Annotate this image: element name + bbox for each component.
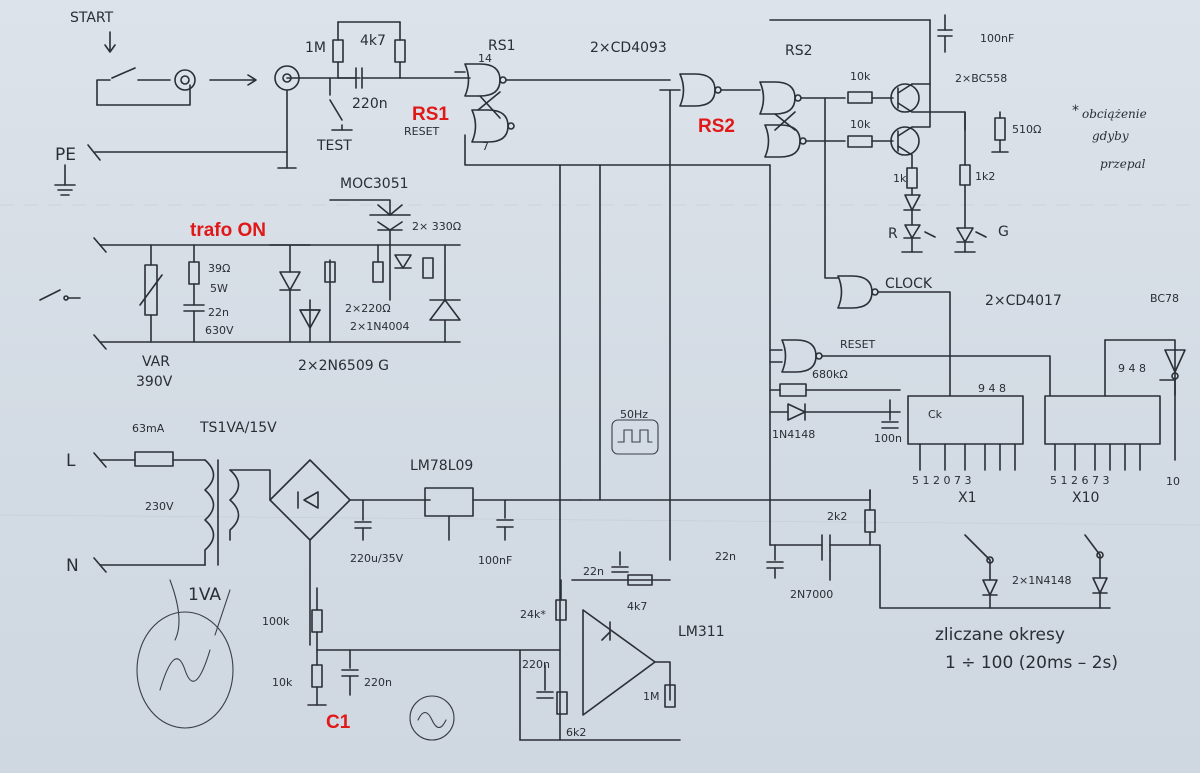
- test-label: TEST: [316, 138, 352, 154]
- pins-4017b: 5 1 2 6 7 3: [1050, 474, 1109, 487]
- cap-22n-gate-label: 22n: [715, 550, 736, 563]
- resistor-4k7-fb-label: 4k7: [627, 600, 647, 613]
- transformer-label: TS1VA/15V: [199, 420, 277, 436]
- cap-220n-311-label: 220n: [522, 658, 550, 671]
- cap-220n-low-label: 220n: [364, 676, 392, 689]
- resistor-2x330-label: 2× 330Ω: [412, 220, 461, 233]
- pin-10-label: 10: [1166, 475, 1180, 488]
- power-5w-label: 5W: [210, 282, 228, 295]
- waveform-sketches: [136, 419, 659, 741]
- cap-22n-label: 22n: [208, 306, 229, 319]
- power-supply-section: [93, 451, 871, 741]
- reset-line-label: RESET: [840, 338, 876, 351]
- freq-50hz-label: 50Hz: [620, 408, 648, 421]
- pe-label: PE: [55, 145, 76, 165]
- pins-948a: 9 4 8: [978, 382, 1006, 395]
- moc3051-label: MOC3051: [340, 176, 409, 192]
- x10-label: X10: [1072, 490, 1099, 506]
- ic-cd4017-label: 2×CD4017: [985, 293, 1062, 309]
- resistor-680k-label: 680kΩ: [812, 368, 848, 381]
- led-red-label: R: [888, 226, 898, 242]
- resistor-1k-label: 1k: [893, 172, 907, 185]
- va-1-label: 1VA: [188, 585, 221, 605]
- rs2-flipflop: [759, 14, 1009, 253]
- bc558-label: 2×BC558: [955, 72, 1007, 85]
- diode-1n4148-label: 1N4148: [772, 428, 815, 441]
- resistor-510-label: 510Ω: [1012, 123, 1041, 136]
- volt-630-label: 630V: [205, 324, 234, 337]
- cap-22n-fb-label: 22n: [583, 565, 604, 578]
- note-line2: gdyby: [1092, 129, 1129, 143]
- ck-label: Ck: [928, 408, 943, 421]
- count-line1: zliczane okresy: [935, 625, 1065, 645]
- note-star: *: [1072, 103, 1079, 119]
- rs2-top-label: RS2: [785, 43, 813, 59]
- resistor-10k-a-label: 10k: [850, 70, 871, 83]
- count-line2: 1 ÷ 100 (20ms – 2s): [945, 653, 1118, 673]
- mosfet-2n7000-label: 2N7000: [790, 588, 833, 601]
- cap-220n-label: 220n: [352, 96, 388, 112]
- rs1-top-label: RS1: [488, 38, 516, 54]
- led-green-label: G: [998, 224, 1009, 240]
- x1-label: X1: [958, 490, 977, 506]
- start-section: [54, 21, 471, 196]
- volt-390-label: 390V: [136, 374, 173, 390]
- resistor-1k2-label: 1k2: [975, 170, 995, 183]
- c1-red-label: C1: [326, 712, 351, 733]
- live-terminal-label: L: [66, 451, 76, 471]
- rs1-red-label: RS1: [412, 104, 449, 125]
- resistor-10k-c-label: 10k: [272, 676, 293, 689]
- resistor-24k-label: 24k*: [520, 608, 546, 621]
- rs1-flipflop: [454, 63, 771, 166]
- bc78-label: BC78: [1150, 292, 1179, 305]
- resistor-6k2-label: 6k2: [566, 726, 586, 739]
- trafo-on-label: trafo ON: [190, 220, 266, 241]
- triac-section: [39, 199, 461, 350]
- cap-100nf-low-label: 100nF: [478, 554, 512, 567]
- regulator-label: LM78L09: [410, 458, 473, 474]
- counter-section: [766, 97, 1186, 609]
- resistor-10k-b-label: 10k: [850, 118, 871, 131]
- note-line1: obciążenie: [1082, 107, 1147, 121]
- resistor-1m-label: 1M: [305, 40, 326, 56]
- pin-7-label: 7: [482, 140, 489, 153]
- neutral-terminal-label: N: [66, 556, 79, 576]
- note-line3: przepal: [1100, 157, 1146, 171]
- start-label: START: [70, 10, 114, 26]
- reset-label: RESET: [404, 125, 440, 138]
- diode-2x1n4004-label: 2×1N4004: [350, 320, 409, 333]
- cd4093-gate: [559, 73, 761, 741]
- cap-100n-mid-label: 100n: [874, 432, 902, 445]
- resistor-2k2-label: 2k2: [827, 510, 847, 523]
- lm311-label: LM311: [678, 624, 725, 640]
- pin-14-label: 14: [478, 52, 492, 65]
- resistor-100k-label: 100k: [262, 615, 290, 628]
- diode-2x1n4148-label: 2×1N4148: [1012, 574, 1071, 587]
- labels-layer: START TEST PE 1M 4k7 220n RS1 RS1 RESET …: [55, 10, 1180, 739]
- resistor-2x220-label: 2×220Ω: [345, 302, 391, 315]
- resistor-1m-low-label: 1M: [643, 690, 660, 703]
- pins-948b: 9 4 8: [1118, 362, 1146, 375]
- resistor-4k7-label: 4k7: [360, 33, 386, 49]
- volt-230-label: 230V: [145, 500, 174, 513]
- fuse-63ma-label: 63mA: [132, 422, 165, 435]
- rs2-red-label: RS2: [698, 116, 735, 137]
- varistor-label: VAR: [142, 354, 170, 370]
- clock-label: CLOCK: [885, 276, 933, 292]
- cap-220u-label: 220u/35V: [350, 552, 404, 565]
- pins-4017a: 5 1 2 0 7 3: [912, 474, 971, 487]
- thyristor-label: 2×2N6509 G: [298, 358, 389, 374]
- resistor-39-label: 39Ω: [208, 262, 230, 275]
- ic-cd4093-label: 2×CD4093: [590, 40, 667, 56]
- cap-100nf-top-label: 100nF: [980, 32, 1014, 45]
